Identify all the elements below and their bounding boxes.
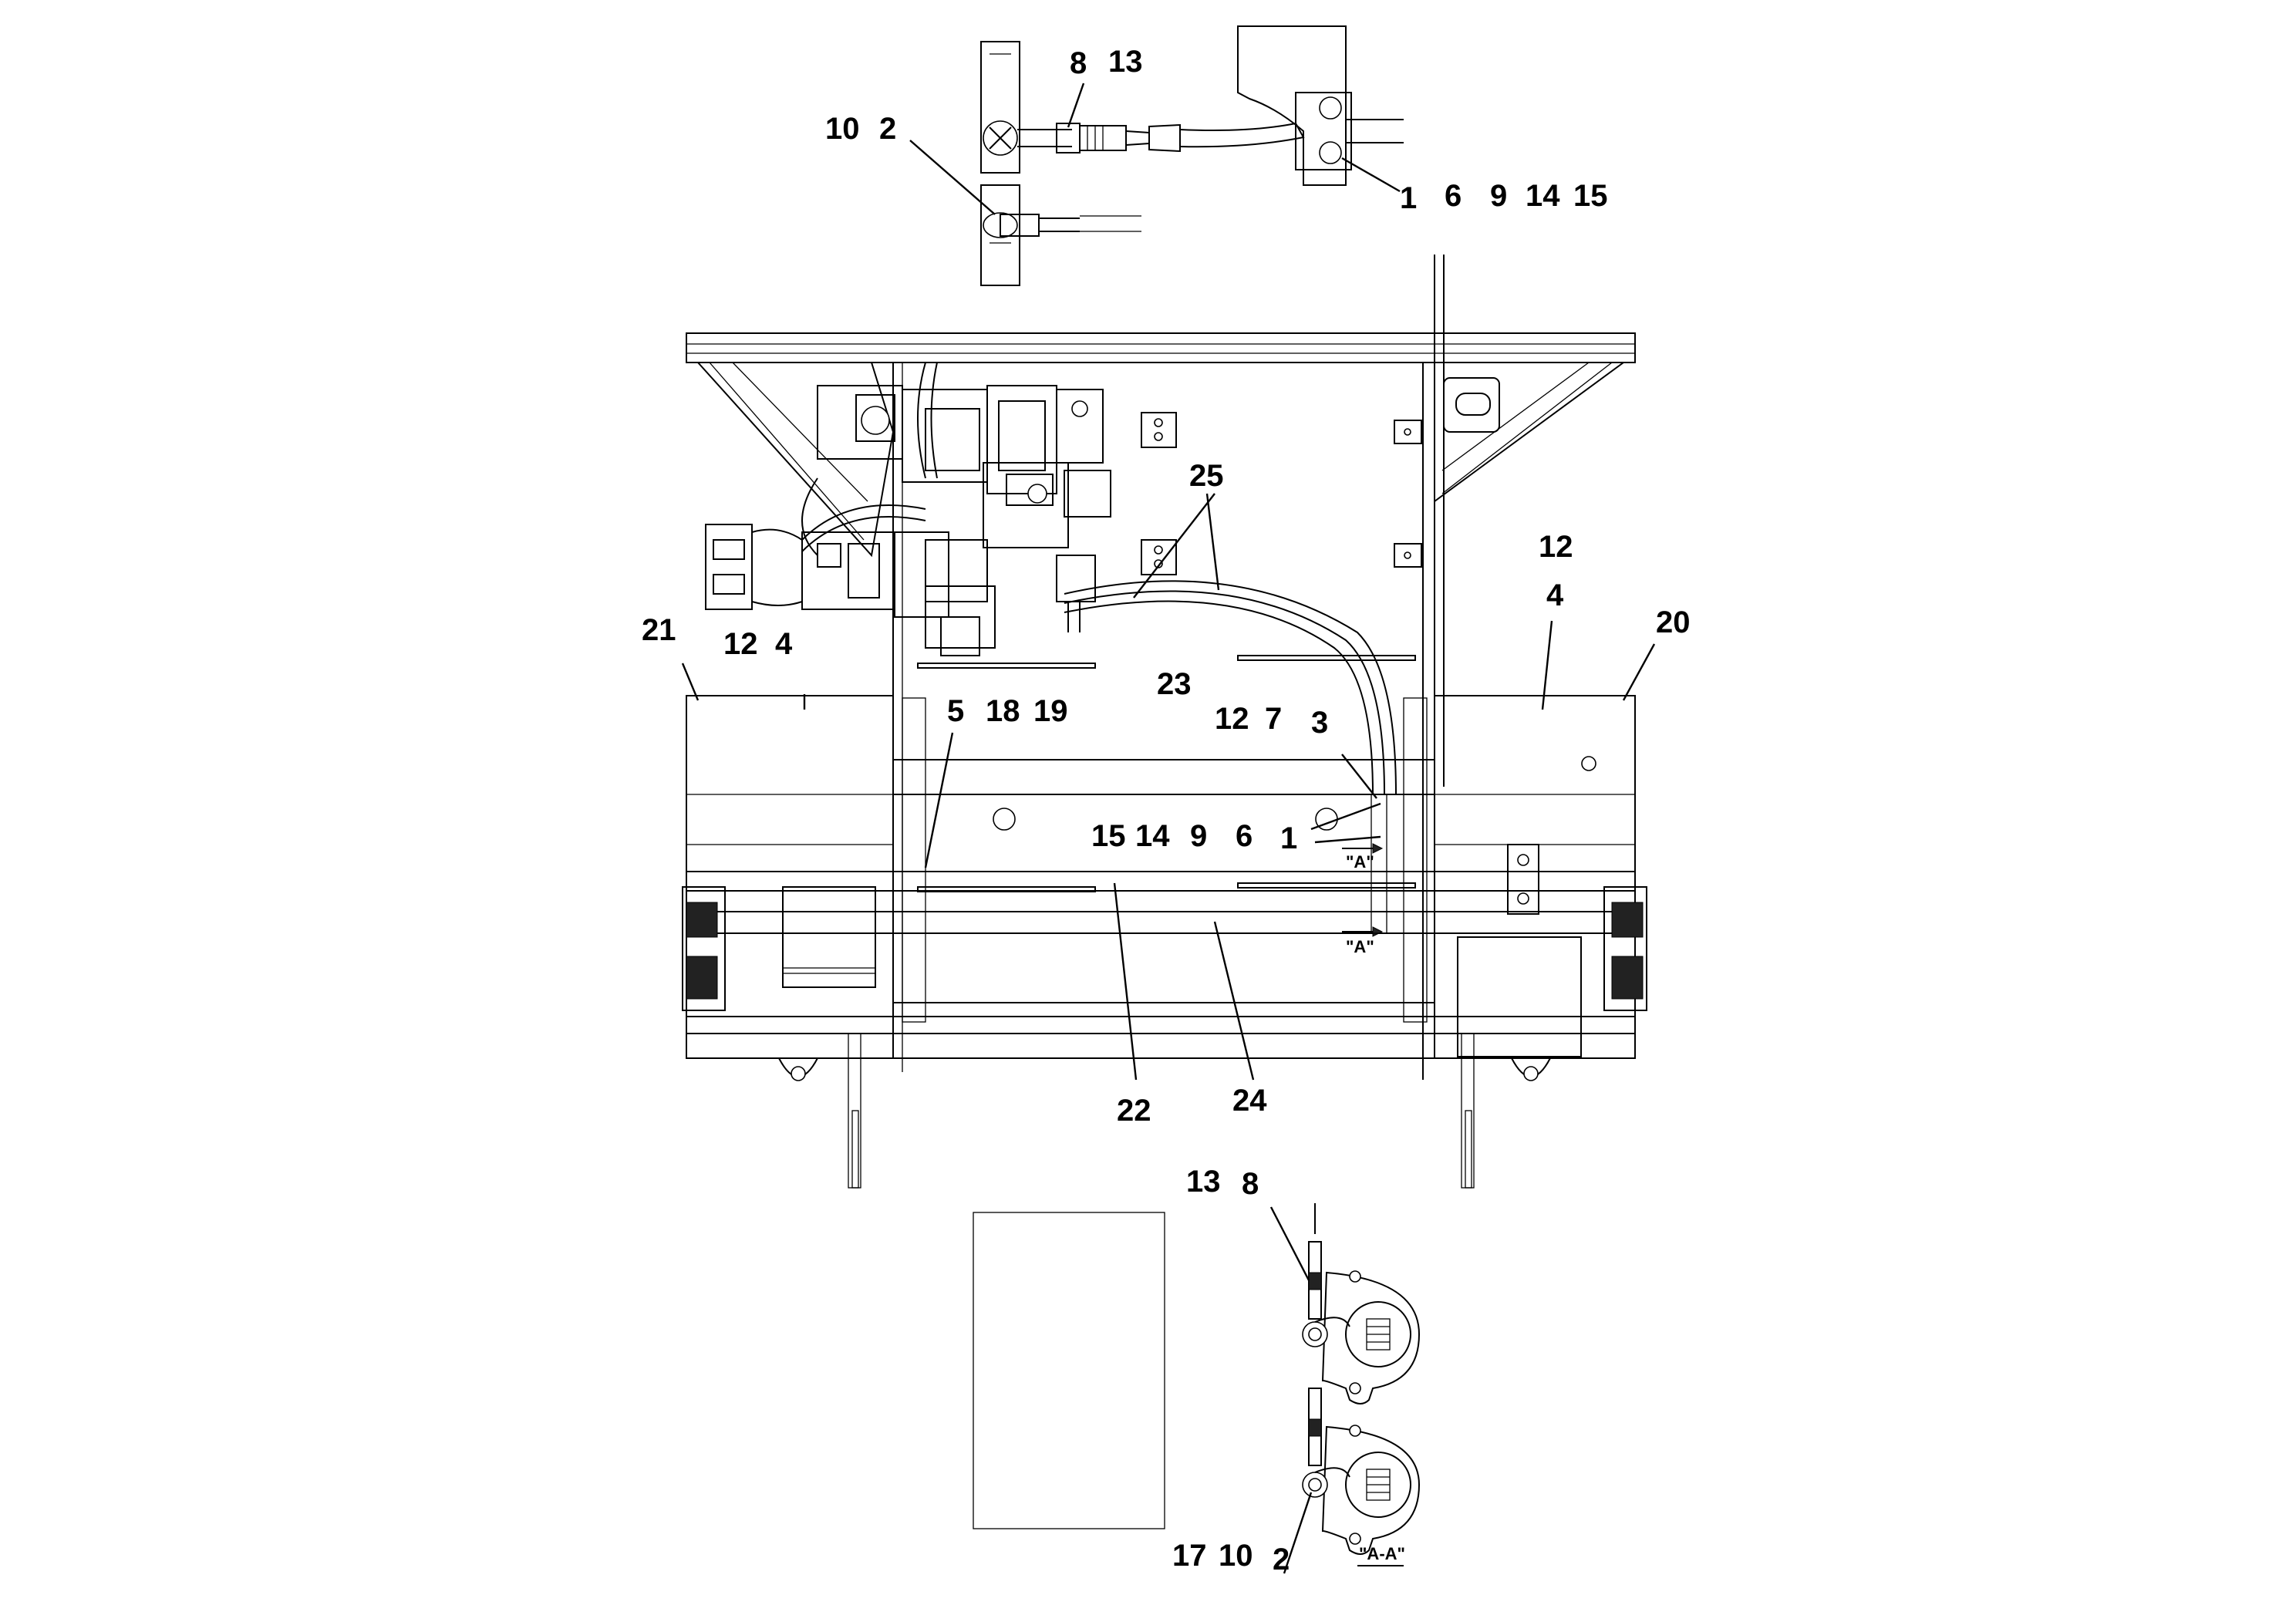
section-marker-a-top: "A" [1346, 852, 1374, 872]
callout-4-right: 4 [1546, 578, 1564, 612]
callout-12-left: 12 [723, 627, 758, 661]
callout-8-top: 8 [1070, 46, 1087, 80]
callout-10-top: 10 [825, 112, 860, 146]
callout-3: 3 [1311, 706, 1328, 740]
callout-23: 23 [1157, 667, 1192, 701]
callout-9-mid: 9 [1190, 819, 1207, 853]
callout-20: 20 [1656, 605, 1691, 639]
callout-9-top: 9 [1490, 179, 1507, 213]
callout-2-top: 2 [879, 112, 896, 146]
callout-15-top: 15 [1573, 179, 1608, 213]
section-view-aa [973, 1203, 1421, 1566]
callout-1-top: 1 [1400, 181, 1417, 215]
callout-14-mid: 14 [1135, 819, 1170, 853]
callout-4-left: 4 [775, 627, 793, 661]
callout-8-bottom: 8 [1242, 1167, 1259, 1201]
callout-12-mid: 12 [1215, 702, 1249, 736]
callout-19: 19 [1033, 694, 1068, 728]
top-detail-view [980, 25, 1445, 787]
callout-14-top: 14 [1526, 179, 1560, 213]
callout-1-mid: 1 [1280, 821, 1297, 855]
section-view-label-aa: "A-A" [1359, 1544, 1405, 1563]
callout-6-mid: 6 [1236, 819, 1253, 853]
callout-13-bottom: 13 [1186, 1165, 1221, 1199]
callout-2-bottom: 2 [1273, 1543, 1290, 1576]
callout-24: 24 [1232, 1084, 1267, 1118]
callout-18: 18 [986, 694, 1020, 728]
callout-7: 7 [1265, 702, 1282, 736]
callout-10-bottom: 10 [1219, 1539, 1253, 1573]
callout-12-right: 12 [1539, 530, 1573, 564]
callout-5: 5 [947, 694, 964, 728]
callout-13-top: 13 [1108, 45, 1143, 79]
callout-15-mid: 15 [1091, 819, 1126, 853]
callout-25: 25 [1189, 459, 1224, 493]
callout-17-bottom: 17 [1172, 1539, 1207, 1573]
callout-labels: 8 13 10 2 1 6 9 14 15 25 12 4 20 21 12 4… [642, 45, 1691, 1576]
callout-22: 22 [1117, 1094, 1151, 1128]
leader-lines [681, 83, 1656, 1574]
callout-6-top: 6 [1445, 179, 1462, 213]
callout-21: 21 [642, 613, 676, 647]
section-marker-a-bottom: "A" [1346, 937, 1374, 956]
main-frame [682, 332, 1647, 1189]
pump-assembly [705, 362, 1111, 656]
